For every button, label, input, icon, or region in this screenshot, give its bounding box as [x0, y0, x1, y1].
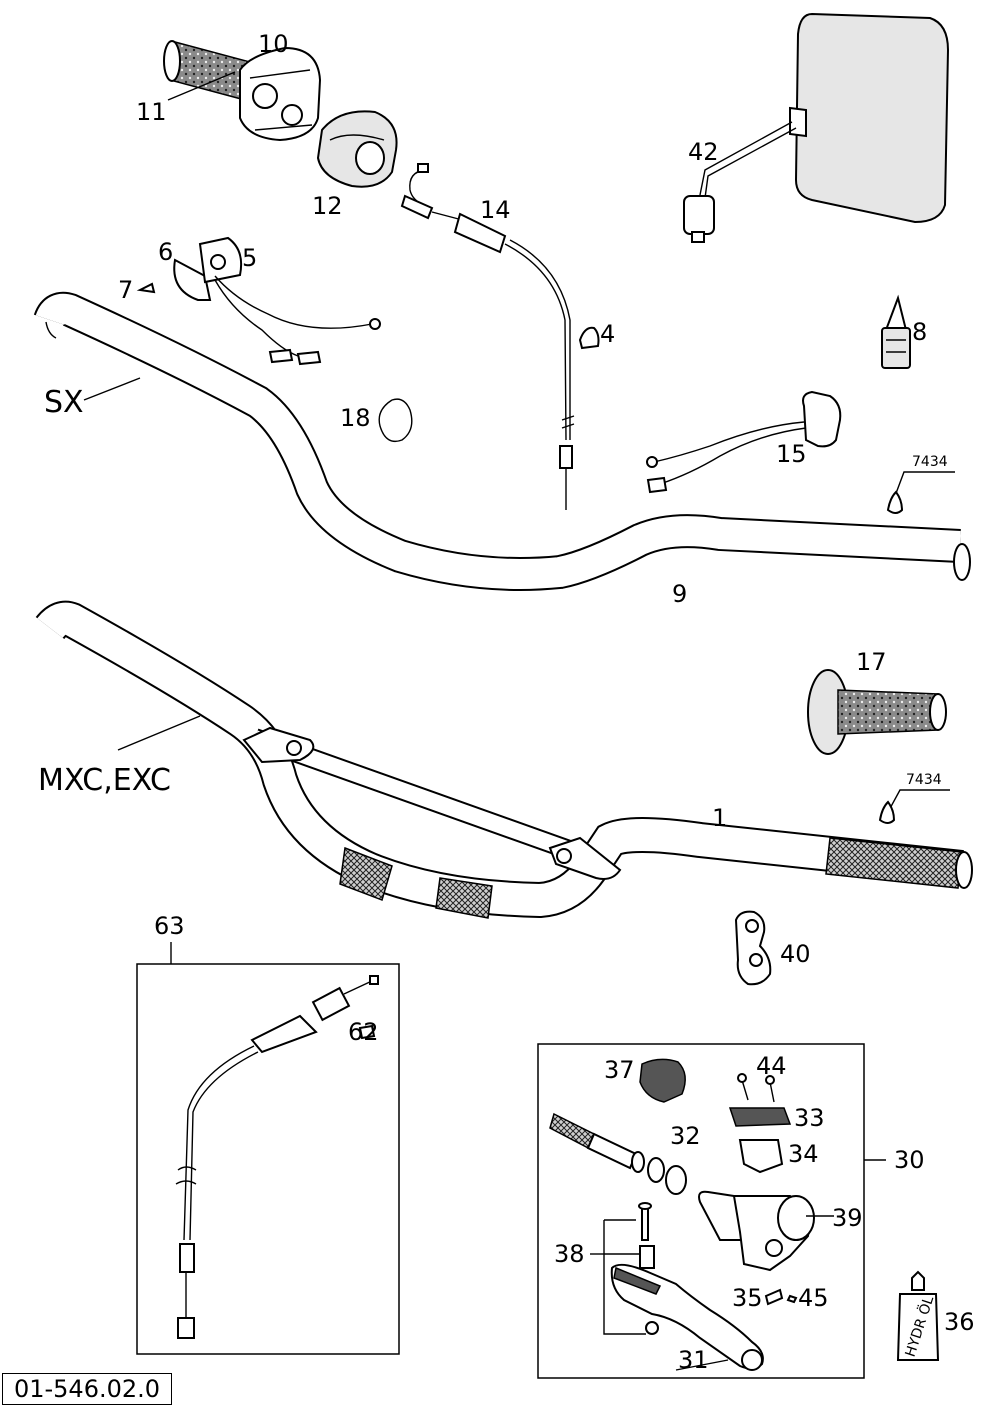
label-10: 10: [258, 30, 289, 58]
label-40: 40: [780, 940, 811, 968]
label-42: 42: [688, 138, 719, 166]
label-mxc-exc: MXC,EXC: [38, 763, 171, 798]
label-6: 6: [158, 238, 173, 266]
leader-lines: [83, 71, 834, 1371]
kill-switch-cable: [400, 163, 575, 510]
reference-marker-top: [886, 471, 955, 514]
handlebar-switch: [646, 390, 842, 494]
label-9: 9: [672, 580, 687, 608]
part-labels: 10 11 12 14 42 6 5 7 4 8 18 15 9 17 1 40…: [38, 30, 975, 1374]
label-31: 31: [678, 1346, 709, 1374]
label-35: 35: [732, 1284, 763, 1312]
ref-number-top: 7434: [912, 454, 948, 470]
reference-marker-bottom: [878, 789, 950, 824]
label-38: 38: [554, 1240, 585, 1268]
grip-17: [807, 669, 947, 755]
handlebar-mxc-exc: [35, 600, 973, 919]
hydraulic-oil-bottle: HYDR ÖL: [896, 1270, 940, 1361]
clutch-cable-kit: [136, 942, 400, 1355]
label-37: 37: [604, 1056, 635, 1084]
label-62: 62: [348, 1018, 379, 1046]
label-17: 17: [856, 648, 887, 676]
label-15: 15: [776, 440, 807, 468]
label-5: 5: [242, 244, 257, 272]
label-30: 30: [894, 1146, 925, 1174]
throttle-cover: [316, 110, 398, 188]
handlebar-sx: [33, 291, 971, 591]
loctite-bottle: [881, 294, 911, 369]
label-39: 39: [832, 1204, 863, 1232]
label-44: 44: [756, 1052, 787, 1080]
label-45: 45: [798, 1284, 829, 1312]
mirror: [683, 12, 950, 243]
label-63: 63: [154, 912, 185, 940]
label-14: 14: [480, 196, 511, 224]
switch-housing: [136, 236, 381, 366]
label-11: 11: [136, 98, 167, 126]
clamp-ring: [378, 398, 413, 443]
label-34: 34: [788, 1140, 819, 1168]
label-36: 36: [944, 1308, 975, 1336]
label-1: 1: [712, 804, 727, 832]
ref-number-bottom: 7434: [906, 772, 942, 788]
drawing-number: 01-546.02.0: [2, 1373, 172, 1405]
label-8: 8: [912, 318, 927, 346]
label-sx: SX: [44, 385, 84, 420]
label-4: 4: [600, 320, 615, 348]
throttle-grip-assembly: [163, 40, 322, 142]
label-33: 33: [794, 1104, 825, 1132]
label-32: 32: [670, 1122, 701, 1150]
label-12: 12: [312, 192, 343, 220]
label-18: 18: [340, 404, 371, 432]
cap-part: [578, 326, 600, 350]
clamp-bracket-40: [734, 910, 772, 986]
label-7: 7: [118, 276, 133, 304]
master-cylinder-kit: [537, 1043, 886, 1379]
